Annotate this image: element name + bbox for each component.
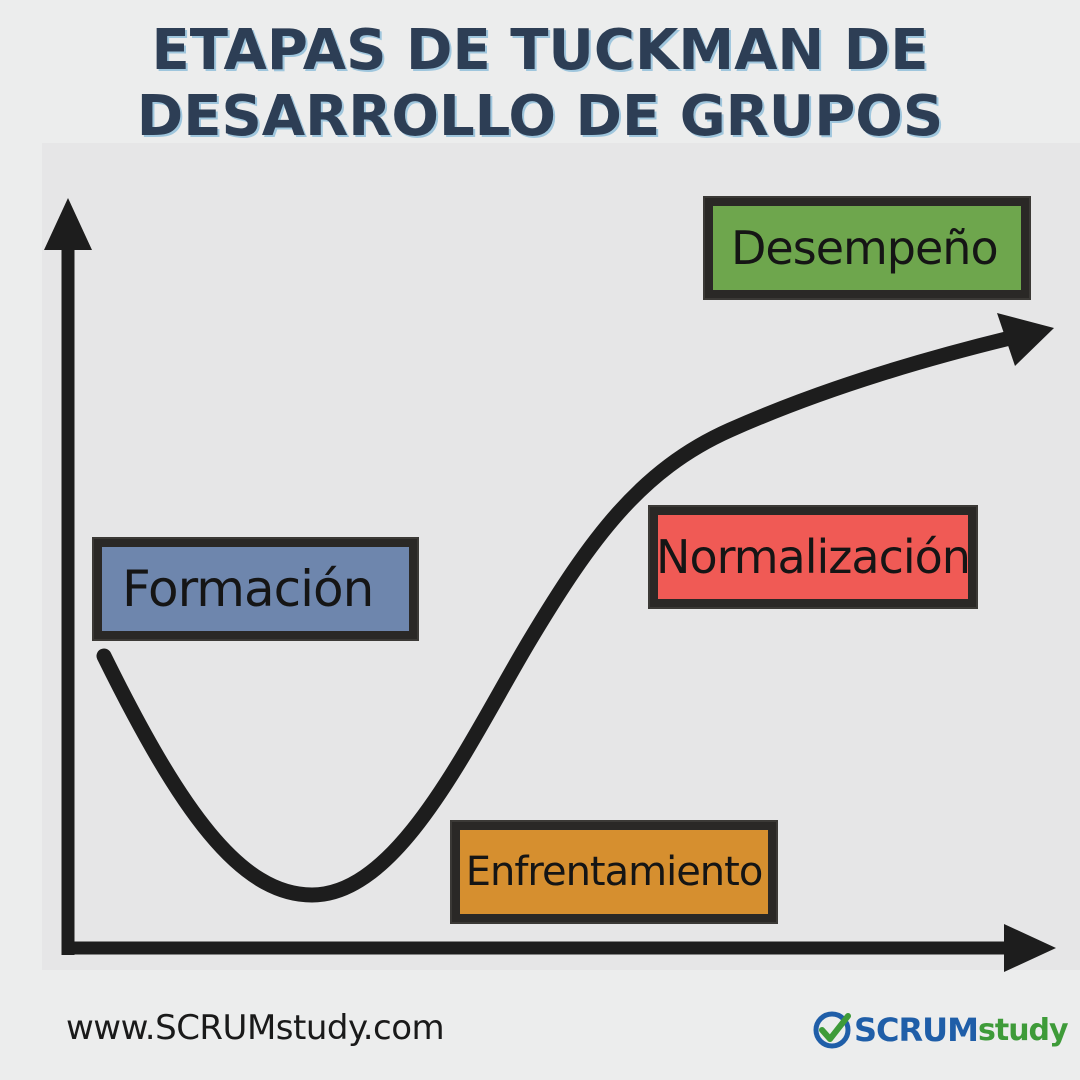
stage-normalizacion: Normalización	[648, 505, 978, 609]
stage-normalizacion-label: Normalización	[656, 515, 971, 599]
title-line-2: DESARROLLO DE GRUPOS	[136, 84, 944, 149]
logo-word-scrum: SCRUM	[854, 1011, 979, 1049]
development-curve	[96, 330, 1018, 903]
stage-desempeno-label: Desempeño	[713, 206, 1021, 290]
title-line-1: ETAPAS DE TUCKMAN DE	[151, 18, 929, 83]
stage-formacion: Formación	[92, 537, 419, 641]
logo-word-study: study	[978, 1012, 1069, 1048]
page-title: ETAPAS DE TUCKMAN DE DESARROLLO DE GRUPO…	[0, 18, 1080, 150]
stage-desempeno: Desempeño	[703, 196, 1031, 300]
checkmark-circle-icon	[813, 1011, 851, 1049]
stage-enfrentamiento-label: Enfrentamiento	[460, 830, 768, 914]
curve-arrowhead	[997, 313, 1054, 366]
stage-enfrentamiento: Enfrentamiento	[450, 820, 778, 924]
stage-formacion-label: Formación	[102, 547, 409, 631]
y-axis-arrowhead	[44, 198, 92, 250]
website-link[interactable]: www.SCRUMstudy.com	[66, 1008, 445, 1048]
x-axis-arrowhead	[1004, 924, 1056, 972]
